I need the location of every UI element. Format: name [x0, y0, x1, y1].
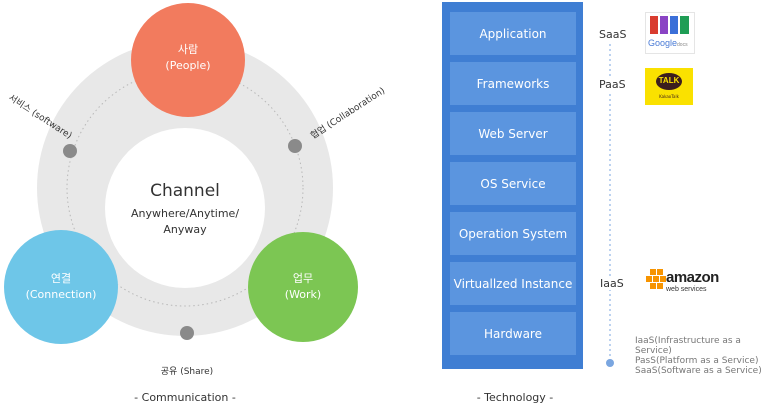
- connection-circle: [4, 230, 118, 344]
- google-logo-text: Google: [648, 38, 678, 48]
- layer-virtualized-instance: Virtuallzed Instance: [450, 262, 576, 305]
- collaboration-label: 협업 (Collaboration): [308, 84, 387, 141]
- people-circle: [131, 3, 245, 117]
- center-circle: [105, 128, 265, 288]
- collaboration-dot: [288, 139, 302, 153]
- technology-stack: Application Frameworks Web Server OS Ser…: [442, 2, 583, 369]
- center-line1: Anywhere/Anytime/: [131, 207, 239, 220]
- service-legend: IaaS(Infrastructure as a Service) PasS(P…: [635, 336, 776, 376]
- work-label: 업무: [293, 272, 313, 285]
- connection-sublabel: (Connection): [26, 288, 97, 301]
- share-dot: [180, 326, 194, 340]
- layer-application: Application: [450, 12, 576, 55]
- google-docs-icon: Googledocs: [645, 12, 695, 54]
- tier-iaas: IaaS: [599, 277, 625, 290]
- legend-paas: PasS(Platform as a Service): [635, 356, 759, 366]
- aws-sub-text: web services: [666, 286, 707, 293]
- google-logo-suffix: docs: [677, 42, 688, 48]
- software-dot: [63, 144, 77, 158]
- aws-icon: amazon web services: [646, 265, 719, 299]
- share-label: 공유 (Share): [161, 366, 213, 377]
- aws-logo-text: amazon: [666, 269, 719, 286]
- kakao-talk-text: TALK: [658, 76, 680, 85]
- communication-caption: - Communication -: [134, 391, 236, 404]
- communication-diagram: Channel Anywhere/Anytime/ Anyway 사람 (Peo…: [4, 3, 387, 377]
- people-label: 사람: [178, 43, 198, 56]
- tier-connector: [606, 44, 614, 367]
- work-sublabel: (Work): [285, 288, 321, 301]
- layer-operation-system: Operation System: [450, 212, 576, 255]
- connection-label: 연결: [51, 272, 71, 285]
- dotted-orbit: [66, 69, 304, 307]
- kakao-sub-text: KakaoTalk: [659, 94, 679, 99]
- legend-iaas: IaaS(Infrastructure as a Service): [635, 336, 741, 356]
- legend-saas: SaaS(Software as a Service): [635, 366, 762, 376]
- tier-saas: SaaS: [598, 28, 628, 41]
- layer-hardware: Hardware: [450, 312, 576, 355]
- layer-os-service: OS Service: [450, 162, 576, 205]
- people-sublabel: (People): [165, 59, 210, 72]
- technology-caption: - Technology -: [476, 391, 554, 404]
- center-title: Channel: [150, 181, 220, 201]
- work-circle: [248, 232, 358, 342]
- kakaotalk-icon: TALK KakaoTalk: [645, 68, 693, 105]
- tier-paas: PaaS: [598, 78, 627, 91]
- layer-frameworks: Frameworks: [450, 62, 576, 105]
- center-line2: Anyway: [163, 223, 207, 236]
- layer-web-server: Web Server: [450, 112, 576, 155]
